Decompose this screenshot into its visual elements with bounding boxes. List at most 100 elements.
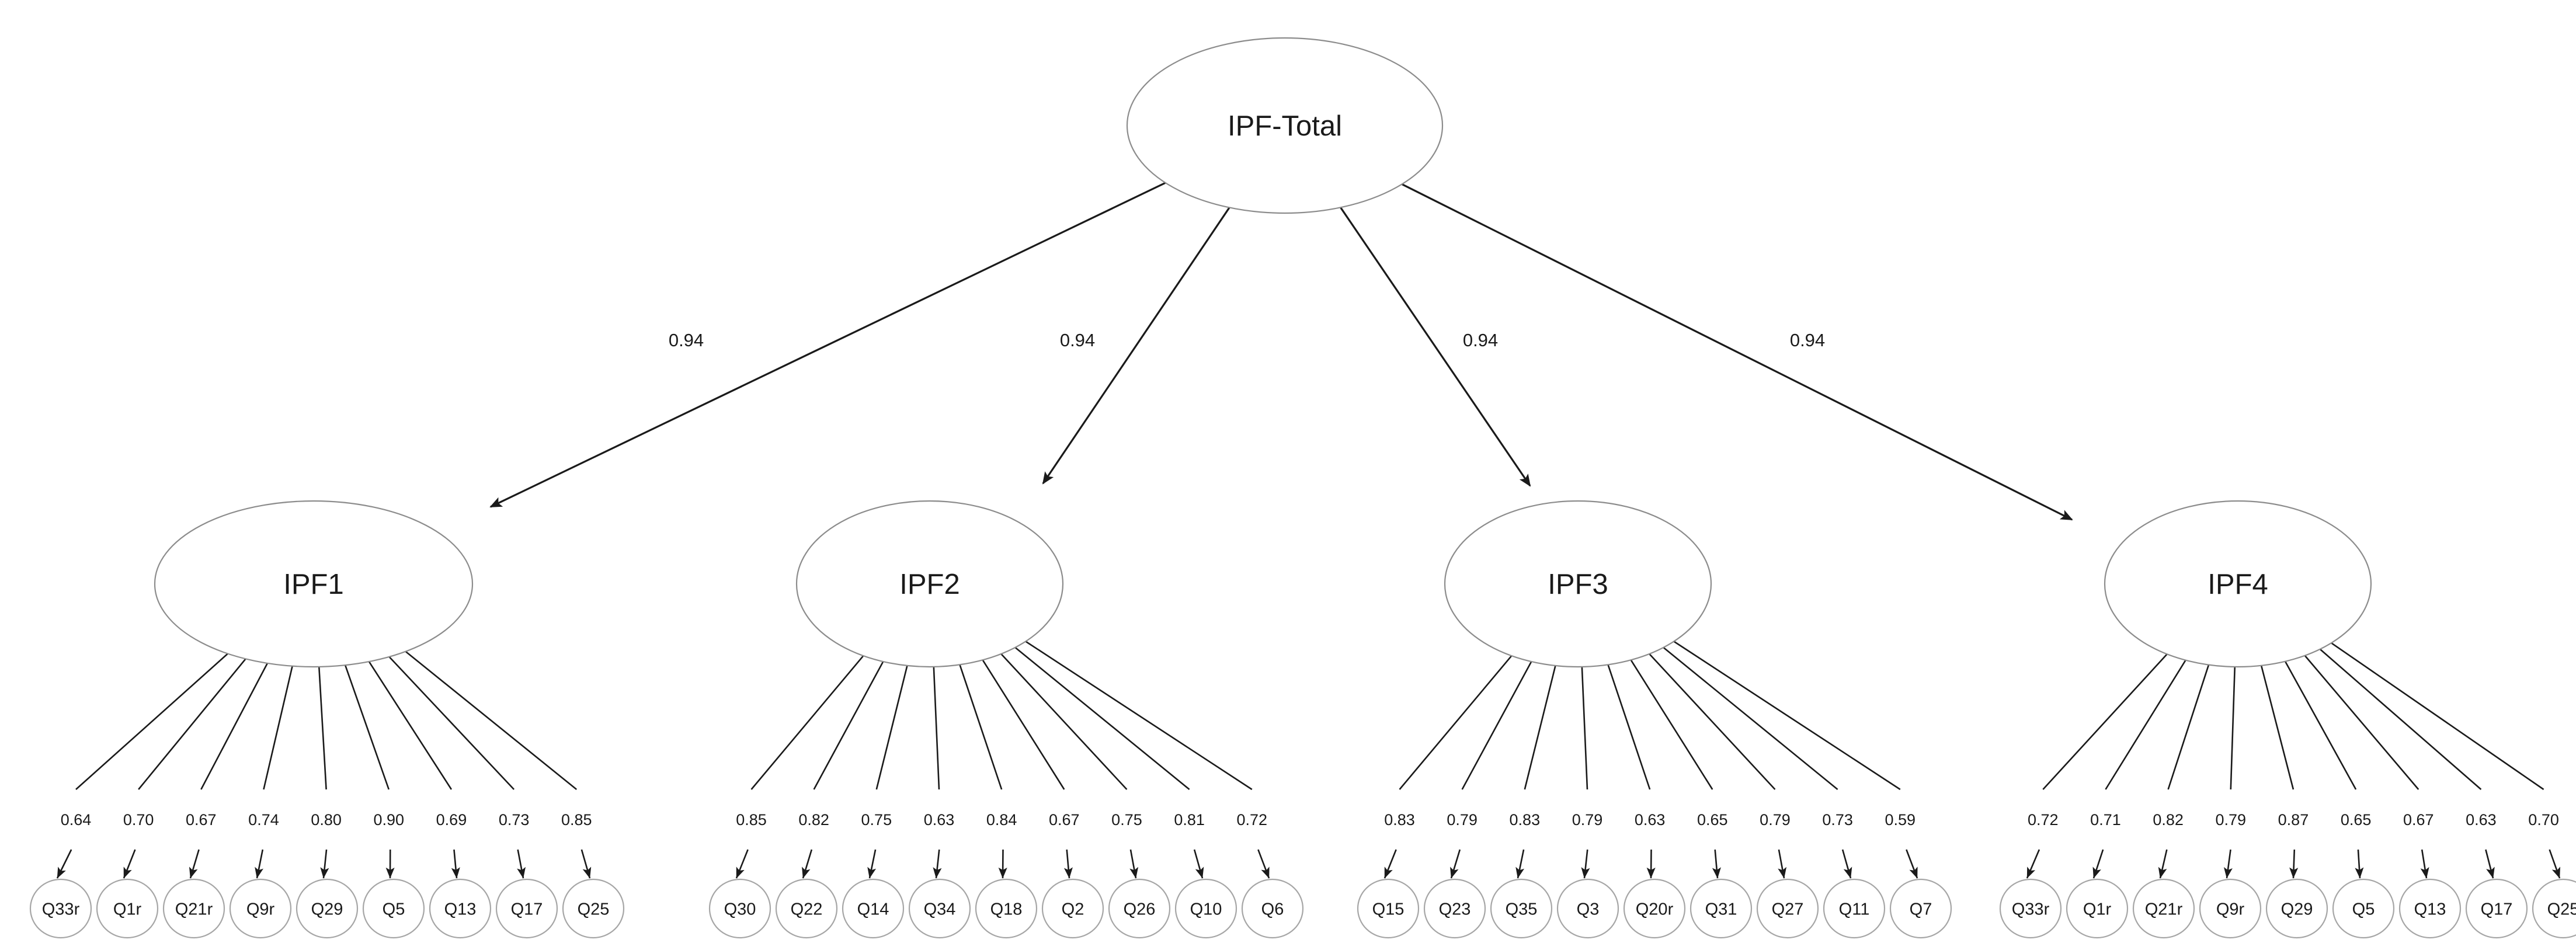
indicator-label-ipf2-q34: Q34 [924,900,956,919]
indicator-label-ipf2-q18: Q18 [990,900,1023,919]
loading-path-ipf1-q21r [200,663,269,790]
loading-coefficient-ipf2-q22: 0.82 [798,811,829,829]
loading-path-ipf3-q11 [1663,646,1838,791]
indicator-label-ipf3-q35: Q35 [1506,900,1538,919]
indicator-arrow-ipf2-q6 [1257,849,1270,879]
indicator-arrow-ipf4-q25 [2549,849,2561,879]
indicator-node-ipf3-q35 [1490,878,1553,939]
indicator-label-ipf3-q3: Q3 [1577,900,1600,919]
loading-path-ipf2-q10 [1014,646,1190,791]
loading-path-ipf1-q33r [75,653,228,790]
indicator-arrow-ipf2-q26 [1129,849,1139,879]
loading-path-ipf2-q2 [982,659,1065,790]
loading-coefficient-ipf4-q1r: 0.71 [2090,811,2121,829]
loading-path-ipf2-q6 [1025,641,1253,791]
loading-coefficient-ipf2-q6: 0.72 [1236,811,1267,829]
loading-path-ipf4-q21r [2167,664,2210,790]
indicator-label-ipf2-q30: Q30 [724,900,756,919]
loading-path-ipf3-q3 [1581,666,1588,790]
loading-path-ipf4-q13 [2304,655,2419,790]
indicator-label-ipf1-q13: Q13 [444,900,477,919]
indicator-label-ipf3-q20r: Q20r [1636,900,1674,919]
loading-path-ipf1-q29 [318,666,327,790]
indicator-node-ipf4-q25 [2532,878,2576,939]
indicator-label-ipf4-q13: Q13 [2414,900,2446,919]
indicator-label-ipf4-q29: Q29 [2281,900,2313,919]
indicator-node-ipf3-q20r [1623,878,1686,939]
loading-path-ipf3-q31 [1630,659,1713,790]
structural-coefficient-ipf1: 0.94 [669,330,704,350]
loading-coefficient-ipf3-q35: 0.83 [1510,811,1541,829]
indicator-arrow-ipf1-q13 [451,849,460,879]
loading-coefficient-ipf1-q29: 0.80 [311,811,342,829]
indicator-node-ipf2-q26 [1108,878,1171,939]
indicator-node-ipf1-q9r [229,878,292,939]
indicator-arrow-ipf4-q21r [2158,849,2168,879]
indicator-node-ipf2-q6 [1241,878,1304,939]
indicator-node-ipf2-q18 [975,878,1038,939]
indicator-arrow-ipf1-q17 [517,849,526,879]
indicator-node-ipf4-q1r [2066,878,2129,939]
loading-path-ipf2-q34 [933,666,940,790]
structural-coefficient-ipf2: 0.94 [1060,330,1095,350]
indicator-arrow-ipf1-q33r [56,849,72,879]
loading-path-ipf3-q7 [1673,641,1901,791]
indicator-label-ipf1-q9r: Q9r [246,900,275,919]
indicator-arrow-ipf3-q31 [1712,849,1721,879]
loading-path-ipf3-q23 [1461,661,1532,790]
factor-label-ipf3: IPF3 [1548,569,1608,600]
loading-coefficient-ipf4-q33r: 0.72 [2028,811,2059,829]
structural-path-ipf-total-to-ipf3 [1340,207,1531,487]
indicator-label-ipf3-q7: Q7 [1910,900,1932,919]
loading-path-ipf4-q1r [2105,659,2186,790]
indicator-label-ipf1-q21r: Q21r [175,900,213,919]
factor-label-ipf4: IPF4 [2207,569,2268,600]
loading-coefficient-ipf3-q20r: 0.63 [1635,811,1666,829]
loading-path-ipf3-q27 [1649,653,1776,790]
loading-coefficient-ipf2-q10: 0.81 [1174,811,1205,829]
indicator-arrow-ipf1-q25 [580,849,592,879]
loading-path-ipf2-q14 [875,665,908,790]
indicator-arrow-ipf2-q14 [867,849,877,879]
indicator-arrow-ipf4-q17 [2485,849,2495,879]
indicator-label-ipf1-q1r: Q1r [113,900,142,919]
indicator-node-ipf3-q11 [1823,878,1886,939]
indicator-label-ipf4-q17: Q17 [2481,900,2513,919]
loading-path-ipf3-q15 [1399,655,1513,790]
structural-coefficient-ipf4: 0.94 [1790,330,1825,350]
indicator-arrow-ipf3-q35 [1515,849,1525,879]
indicator-arrow-ipf3-q3 [1581,849,1590,879]
loading-coefficient-ipf3-q7: 0.59 [1885,811,1916,829]
indicator-label-ipf4-q1r: Q1r [2083,900,2112,919]
loading-path-ipf3-q20r [1607,664,1651,790]
indicator-node-ipf1-q21r [162,878,225,939]
loading-coefficient-ipf1-q5: 0.90 [373,811,404,829]
loading-coefficient-ipf3-q23: 0.79 [1447,811,1478,829]
indicator-arrow-ipf4-q1r [2092,849,2104,879]
loading-coefficient-ipf1-q21r: 0.67 [186,811,217,829]
indicator-arrow-ipf1-q21r [189,849,200,879]
indicator-arrow-ipf1-q9r [255,849,264,879]
indicator-node-ipf3-q31 [1689,878,1753,939]
indicator-arrow-ipf3-q15 [1383,849,1397,879]
loading-coefficient-ipf3-q31: 0.65 [1697,811,1728,829]
indicator-node-ipf1-q25 [562,878,625,939]
indicator-arrow-ipf2-q34 [933,849,942,879]
loading-coefficient-ipf1-q1r: 0.70 [123,811,154,829]
factor-label-ipf-total: IPF-Total [1228,110,1342,142]
loading-path-ipf4-q25 [2331,642,2544,791]
loading-path-ipf4-q5 [2284,661,2357,790]
indicator-label-ipf2-q22: Q22 [791,900,823,919]
indicator-arrow-ipf4-q9r [2223,849,2233,879]
indicator-node-ipf1-q5 [362,878,425,939]
indicator-label-ipf3-q31: Q31 [1705,900,1737,919]
indicator-label-ipf4-q25: Q25 [2547,900,2576,919]
indicator-node-ipf3-q7 [1889,878,1952,939]
structural-path-ipf-total-to-ipf2 [1042,207,1230,485]
indicator-arrow-ipf3-q23 [1450,849,1461,879]
loading-coefficient-ipf1-q13: 0.69 [436,811,467,829]
indicator-node-ipf4-q21r [2132,878,2195,939]
